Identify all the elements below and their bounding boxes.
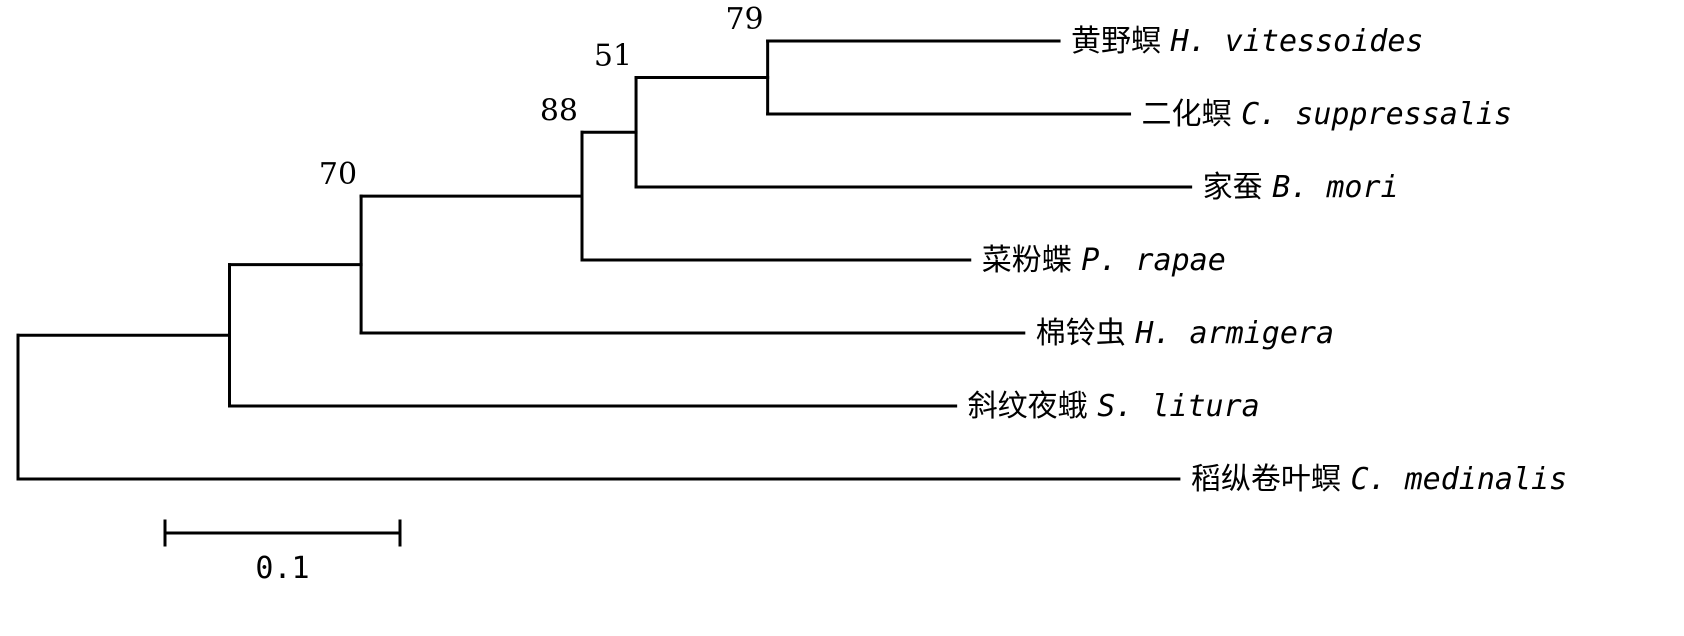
support-value-79: 79 [725,2,763,37]
taxon-name-cn: 菜粉蝶 [982,243,1072,278]
support-value-51: 51 [594,39,632,74]
tree-branches [16,39,1193,481]
taxon-name-cn: 稻纵卷叶螟 [1191,462,1341,497]
taxon-label-s-litura: 斜纹夜蛾 S. litura [968,389,1260,424]
taxon-label-c-suppressalis: 二化螟 C. suppressalis [1142,97,1512,132]
taxon-name-latin: H. vitessoides [1170,24,1424,59]
taxon-name-cn: 斜纹夜蛾 [968,389,1088,424]
taxon-label-h-vitessoides: 黄野螟 H. vitessoides [1071,24,1423,59]
taxon-label-c-medinalis: 稻纵卷叶螟 C. medinalis [1191,462,1567,497]
support-value-70: 70 [319,157,357,192]
taxon-label-p-rapae: 菜粉蝶 P. rapae [982,243,1226,278]
taxon-labels: 黄野螟 H. vitessoides 二化螟 C. suppressalis 家蚕 … [968,24,1568,497]
support-values: 79 51 88 70 [319,2,764,192]
taxon-name-cn: 二化螟 [1142,97,1232,132]
support-value-88: 88 [540,93,578,128]
taxon-name-latin: H. armigera [1134,316,1334,351]
taxon-label-h-armigera: 棉铃虫 H. armigera [1036,316,1334,351]
taxon-name-latin: C. medinalis [1350,462,1567,497]
taxon-name-cn: 家蚕 [1203,170,1263,205]
taxon-name-cn: 棉铃虫 [1036,316,1126,351]
taxon-name-latin: P. rapae [1081,243,1226,278]
taxon-name-cn: 黄野螟 [1071,24,1161,59]
taxon-name-latin: S. litura [1097,389,1260,424]
taxon-label-b-mori: 家蚕 B. mori [1203,170,1399,205]
scale-bar-label: 0.1 [255,551,309,586]
scale-bar: 0.1 [163,519,402,586]
taxon-name-latin: C. suppressalis [1241,97,1512,132]
taxon-name-latin: B. mori [1272,170,1398,205]
